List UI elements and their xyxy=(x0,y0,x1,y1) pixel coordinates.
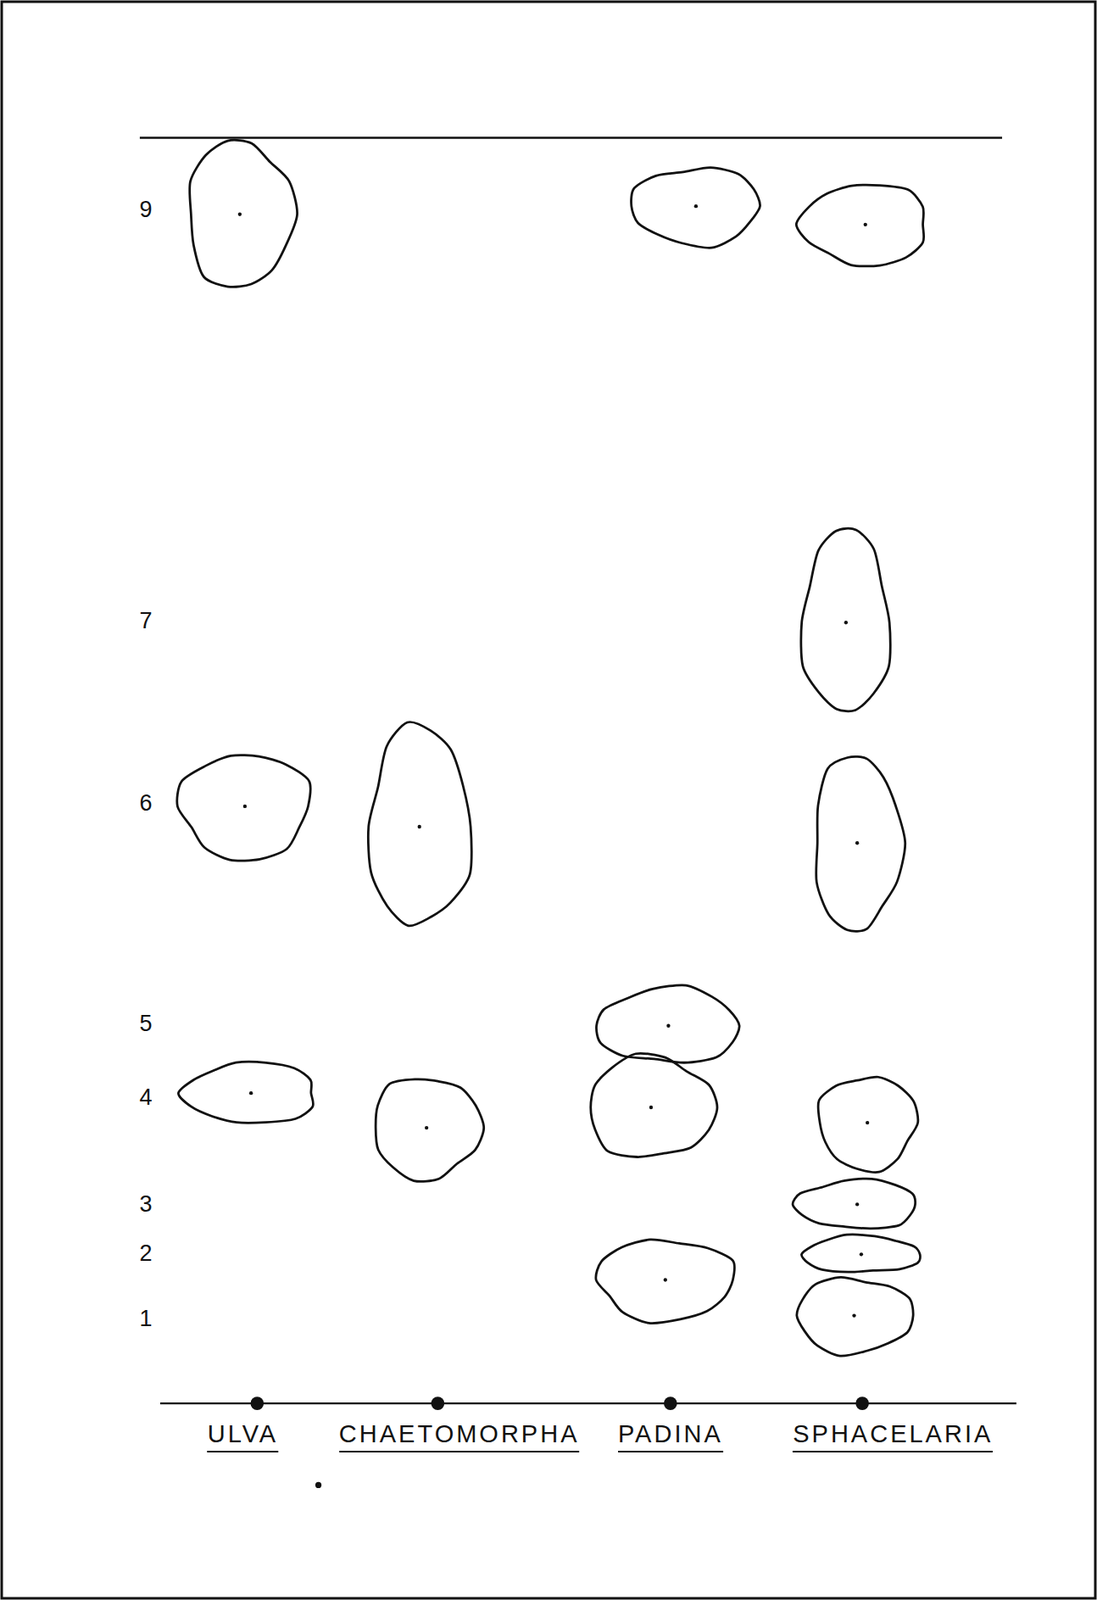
spot-centre xyxy=(859,1252,864,1256)
spot xyxy=(375,1079,485,1182)
origin-dot xyxy=(250,1396,265,1410)
spot-outline xyxy=(189,139,298,287)
spot-centre xyxy=(238,212,242,217)
alga-name: ULVA xyxy=(207,1421,279,1453)
rf-number: 1 xyxy=(139,1307,153,1331)
spot xyxy=(801,528,891,712)
solvent-front xyxy=(139,136,1003,139)
spot-outline xyxy=(177,755,311,862)
spot-outline xyxy=(796,1276,914,1356)
alga-name: CHAETOMORPHA xyxy=(339,1421,580,1453)
spot xyxy=(590,1052,718,1157)
spot xyxy=(595,985,740,1063)
spot-centre xyxy=(417,824,422,829)
spot xyxy=(189,139,298,287)
spot xyxy=(177,755,311,862)
spot-centre xyxy=(424,1125,429,1130)
spot-centre xyxy=(649,1105,653,1109)
spot xyxy=(801,1234,920,1272)
spot-centre xyxy=(249,1091,253,1095)
spot xyxy=(178,1061,313,1123)
spot-outline xyxy=(796,184,924,267)
spot-outline xyxy=(375,1079,485,1182)
spot-centre xyxy=(851,1313,856,1317)
alga-name: PADINA xyxy=(618,1421,724,1453)
origin-dot xyxy=(431,1396,446,1410)
rf-number: 7 xyxy=(139,608,153,632)
rf-number: 5 xyxy=(139,1012,153,1036)
spot xyxy=(631,167,761,249)
spot xyxy=(816,756,906,931)
spot-outline xyxy=(792,1178,916,1229)
plate xyxy=(139,138,1017,1489)
spot-centre xyxy=(855,840,859,845)
spot-outline xyxy=(590,1052,718,1157)
spot-centre xyxy=(865,1120,869,1125)
spot-outline xyxy=(816,756,906,931)
spot-centre xyxy=(855,1202,859,1206)
spot-centre xyxy=(663,1277,668,1281)
spot-centre xyxy=(666,1024,670,1028)
spot-outline xyxy=(595,1239,736,1324)
spot-outline xyxy=(178,1061,313,1123)
stray-dot xyxy=(315,1481,322,1488)
spot-outline xyxy=(595,985,740,1063)
rf-number: 9 xyxy=(139,197,153,221)
spot-outline xyxy=(818,1076,919,1172)
spot-outline xyxy=(801,528,891,712)
spot-centre xyxy=(844,620,848,624)
rf-number: 3 xyxy=(139,1192,153,1216)
spot-centre xyxy=(694,204,698,208)
spot-outline xyxy=(631,167,761,249)
spot-outline xyxy=(801,1234,920,1272)
origin-dot xyxy=(663,1396,678,1410)
spot xyxy=(367,722,472,926)
rf-number: 2 xyxy=(139,1241,153,1265)
origin-line xyxy=(160,1402,1017,1404)
spot xyxy=(595,1239,736,1324)
alga-name: SPHACELARIA xyxy=(792,1421,993,1453)
spot xyxy=(796,1276,914,1356)
spot xyxy=(818,1076,919,1172)
spot-centre xyxy=(863,222,868,227)
spot-centre xyxy=(243,804,247,808)
spot xyxy=(792,1178,916,1229)
rf-number: 6 xyxy=(139,791,153,815)
spot-outline xyxy=(367,722,472,926)
spot xyxy=(796,184,924,267)
rf-number: 4 xyxy=(139,1085,153,1109)
origin-dot xyxy=(855,1396,869,1410)
